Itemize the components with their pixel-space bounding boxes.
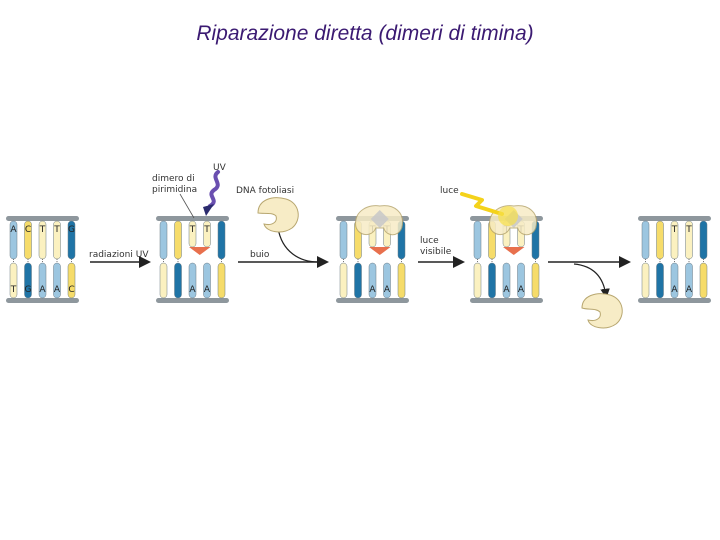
backbone-top xyxy=(638,216,711,221)
label-dark: buio xyxy=(250,250,270,260)
base-bottom-0 xyxy=(473,262,482,299)
base-letter-top: C xyxy=(25,225,31,235)
arrow-enzyme-to-dna xyxy=(277,227,319,263)
base-top-0 xyxy=(339,220,348,260)
light-glow xyxy=(498,206,518,226)
photolyase-enzyme-free xyxy=(257,197,299,233)
label-uv: UV xyxy=(213,163,227,173)
base-bottom-3 xyxy=(383,262,391,299)
base-top-4 xyxy=(217,220,226,260)
base-letter-bottom: G xyxy=(25,285,32,295)
enzyme-active-site xyxy=(370,210,389,228)
label-dimer-line1: dimero di xyxy=(152,174,195,184)
base-bottom-3 xyxy=(53,262,61,299)
base-letter-bottom: T xyxy=(10,285,17,295)
base-letter-top: T xyxy=(53,225,60,235)
label-uv-radiation: radiazioni UV xyxy=(89,250,149,260)
base-bottom-1 xyxy=(24,262,32,299)
base-bottom-4 xyxy=(699,262,708,299)
base-letter-bottom: C xyxy=(68,285,74,295)
light-bolt-icon xyxy=(460,192,504,216)
base-letter-top: G xyxy=(68,225,75,235)
base-bottom-0 xyxy=(339,262,348,299)
uv-ray-icon xyxy=(208,170,220,208)
base-top-0 xyxy=(473,220,482,260)
base-letter-pair: A xyxy=(686,285,693,295)
base-letter-top: A xyxy=(10,225,17,235)
base-letter-top: T xyxy=(39,225,46,235)
base-bottom-2 xyxy=(188,262,197,299)
base-bottom-4 xyxy=(217,262,226,299)
base-bottom-3 xyxy=(685,262,693,299)
backbone-top xyxy=(6,216,79,221)
label-photolyase: DNA fotoliasi xyxy=(236,186,294,196)
backbone-bottom xyxy=(470,298,543,303)
base-top-1 xyxy=(174,220,182,260)
base-letter-pair: A xyxy=(384,285,391,295)
base-letter-pair: A xyxy=(204,285,211,295)
base-letter-dimer: T xyxy=(685,225,692,235)
base-bottom-4 xyxy=(531,262,540,299)
base-top-1 xyxy=(656,220,664,260)
dna-stage-dimer: T A T A xyxy=(156,216,229,303)
base-bottom-0 xyxy=(9,262,18,299)
base-letter-pair: A xyxy=(503,285,510,295)
base-bottom-2 xyxy=(368,262,377,299)
base-bottom-4 xyxy=(67,262,76,299)
process-arrows xyxy=(90,227,631,299)
base-letter-pair: A xyxy=(518,285,525,295)
dimer-leader-line xyxy=(179,193,195,219)
base-bottom-2 xyxy=(38,262,47,299)
dimer-crosslink xyxy=(369,247,391,255)
backbone-bottom xyxy=(6,298,79,303)
base-letter-dimer: T xyxy=(203,225,210,235)
dimer-crosslink xyxy=(503,247,525,255)
backbone-top xyxy=(156,216,229,221)
dimer-crosslink xyxy=(189,247,211,255)
base-bottom-1 xyxy=(354,262,362,299)
dna-stage-repaired: T A T A xyxy=(638,216,711,303)
base-bottom-1 xyxy=(488,262,496,299)
base-bottom-2 xyxy=(502,262,511,299)
base-letter-pair: A xyxy=(369,285,376,295)
base-bottom-3 xyxy=(517,262,525,299)
base-top-0 xyxy=(641,220,650,260)
label-light: luce xyxy=(440,186,459,196)
backbone-bottom xyxy=(336,298,409,303)
label-dimer-line2: pirimidina xyxy=(152,185,197,195)
base-letter-bottom: A xyxy=(54,285,61,295)
label-visible-light-line2: visibile xyxy=(420,247,452,257)
base-bottom-0 xyxy=(641,262,650,299)
base-bottom-1 xyxy=(174,262,182,299)
base-top-0 xyxy=(159,220,168,260)
base-bottom-4 xyxy=(397,262,406,299)
base-bottom-0 xyxy=(159,262,168,299)
backbone-bottom xyxy=(638,298,711,303)
base-letter-pair: A xyxy=(671,285,678,295)
base-bottom-3 xyxy=(203,262,211,299)
base-letter-bottom: A xyxy=(39,285,46,295)
backbone-bottom xyxy=(156,298,229,303)
uv-ray-arrowhead xyxy=(203,204,214,216)
slide-title: Riparazione diretta (dimeri di timina) xyxy=(196,22,534,45)
base-top-4 xyxy=(699,220,708,260)
base-letter-dimer: T xyxy=(189,225,196,235)
arrow-enzyme-release xyxy=(573,263,610,299)
base-letter-dimer: T xyxy=(671,225,678,235)
label-visible-light-line1: luce xyxy=(420,236,439,246)
base-letter-pair: A xyxy=(189,285,196,295)
photolyase-enzyme-released xyxy=(581,293,623,329)
base-bottom-2 xyxy=(670,262,679,299)
base-bottom-1 xyxy=(656,262,664,299)
